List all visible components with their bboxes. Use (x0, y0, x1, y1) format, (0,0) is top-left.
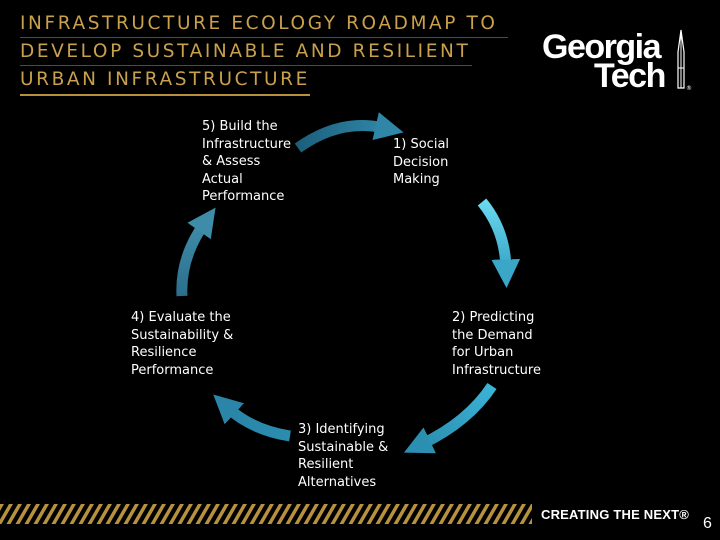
step-1-line-2: Decision (393, 154, 449, 170)
step-3-line-1: 3) Identifying (298, 422, 385, 437)
step-2-line-2: the Demand (452, 327, 533, 343)
step-4-line-4: Performance (131, 362, 214, 378)
arrow-1-to-2 (477, 198, 521, 289)
tech-tower-icon: ® (677, 29, 692, 92)
slide-title: INFRASTRUCTURE ECOLOGY ROADMAP TO DEVELO… (20, 10, 520, 96)
step-4-evaluate-sustainability: 4) Evaluate the Sustainability & Resilie… (131, 309, 233, 379)
georgia-tech-logo: Georgia Tech ® (540, 28, 700, 95)
title-underline-2 (20, 65, 472, 66)
svg-text:®: ® (686, 85, 692, 92)
step-4-line-2: Sustainability & (131, 327, 234, 343)
step-1-social-decision-making: 1) Social Decision Making (393, 136, 449, 189)
step-2-line-3: for Urban (452, 345, 514, 360)
title-line-3: URBAN INFRASTRUCTURE (20, 66, 310, 96)
step-5-line-1: 5) Build the (202, 119, 278, 134)
step-5-line-2: Infrastructure (202, 136, 291, 152)
arrow-4-to-5 (176, 207, 216, 297)
title-underline-1 (20, 37, 508, 38)
step-4-line-3: Resilience (131, 345, 197, 360)
title-line-1: INFRASTRUCTURE ECOLOGY ROADMAP TO (20, 13, 498, 34)
footer-tagline: CREATING THE NEXT® (541, 507, 689, 522)
logo-word-georgia: Georgia (542, 28, 661, 66)
page-number: 6 (703, 515, 712, 532)
step-5-line-3: & Assess (202, 154, 261, 169)
step-3-line-4: Alternatives (298, 474, 377, 490)
arrow-3-to-4 (213, 394, 291, 442)
logo-word-tech: Tech (594, 57, 666, 95)
title-line-2: DEVELOP SUSTAINABLE AND RESILIENT (20, 41, 471, 62)
step-2-predicting-demand: 2) Predicting the Demand for Urban Infra… (452, 309, 541, 379)
step-3-line-3: Resilient (298, 457, 354, 472)
step-5-build-infrastructure: 5) Build the Infrastructure & Assess Act… (202, 118, 291, 206)
step-5-line-4: Actual (202, 171, 243, 187)
arrow-5-to-1 (294, 112, 404, 153)
step-4-line-1: 4) Evaluate the (131, 310, 231, 325)
step-3-identifying-alternatives: 3) Identifying Sustainable & Resilient A… (298, 421, 388, 491)
step-3-line-2: Sustainable & (298, 439, 389, 455)
step-2-line-4: Infrastructure (452, 362, 541, 378)
step-1-line-3: Making (393, 172, 440, 187)
arrow-2-to-3 (403, 382, 497, 454)
footer-stripes (0, 504, 532, 524)
step-2-line-1: 2) Predicting (452, 310, 535, 325)
step-1-line-1: 1) Social (393, 137, 450, 152)
step-5-line-5: Performance (202, 189, 285, 204)
